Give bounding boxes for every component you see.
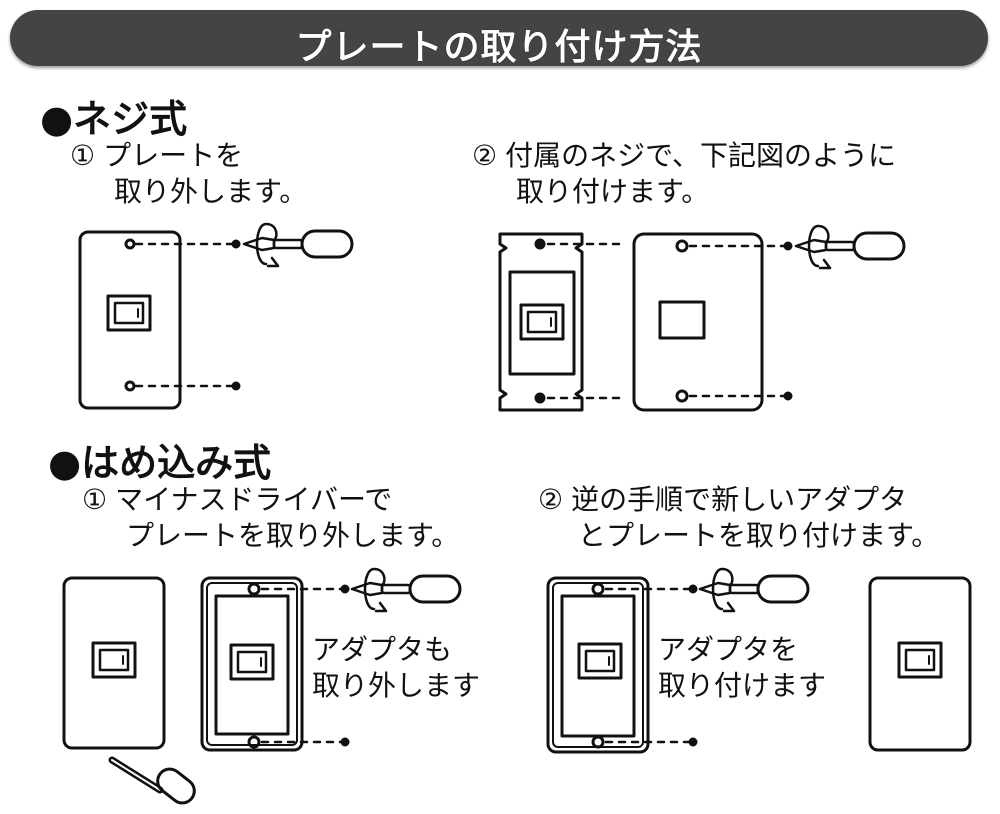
- switch-icon: [577, 642, 623, 680]
- snap-step-1-note: アダプタも 取り外します: [312, 632, 480, 704]
- section-heading-snap: ●はめ込み式: [48, 441, 272, 485]
- note-line1: アダプタも: [312, 633, 453, 666]
- step-text-line1: プレートを: [103, 139, 244, 172]
- step-text-line1: マイナスドライバーで: [115, 483, 393, 516]
- step-text-line2: とプレートを取り付けます。: [578, 519, 940, 552]
- snap-adapter-and-plate: [546, 567, 972, 754]
- screw-hole-icon: [124, 380, 136, 392]
- section-heading-screw: ●ネジ式: [40, 97, 188, 141]
- screw-hole-icon: [675, 389, 689, 403]
- step-number: ②: [472, 139, 498, 172]
- step-text-line2: 取り外します。: [114, 175, 308, 208]
- step-text-line1: 付属のネジで、下記図のように: [505, 139, 896, 172]
- snap-step-2-note: アダプタを 取り付けます: [658, 632, 826, 704]
- switch-icon: [229, 643, 275, 681]
- screw-hole-icon: [124, 238, 136, 250]
- step-text-line2: 取り付けます。: [516, 175, 710, 208]
- step-text-line2: プレートを取り外します。: [126, 519, 460, 552]
- step-number: ①: [70, 139, 96, 172]
- screwdriver-icon: [242, 222, 354, 268]
- step-number: ①: [82, 483, 108, 516]
- switch-icon: [106, 294, 152, 332]
- title-banner: プレートの取り付け方法: [10, 10, 988, 68]
- switch-icon: [897, 641, 943, 679]
- screwdriver-icon: [350, 567, 462, 613]
- note-line2: 取り付けます: [658, 669, 827, 702]
- page-title: プレートの取り付け方法: [295, 27, 703, 68]
- step-number: ②: [538, 483, 564, 516]
- screw-plate-removed: [78, 222, 354, 410]
- screwdriver-icon: [794, 224, 906, 270]
- note-line2: 取り外します: [312, 669, 481, 702]
- switch-icon: [519, 303, 565, 341]
- snap-plate-removal: [62, 567, 462, 805]
- screw-adapter-and-plate: [498, 224, 906, 412]
- switch-icon: [91, 641, 137, 679]
- screw-hole-icon: [675, 239, 689, 253]
- screwdriver-icon: [698, 567, 810, 613]
- step-text-line1: 逆の手順で新しいアダプタ: [571, 483, 908, 516]
- note-line1: アダプタを: [658, 633, 799, 666]
